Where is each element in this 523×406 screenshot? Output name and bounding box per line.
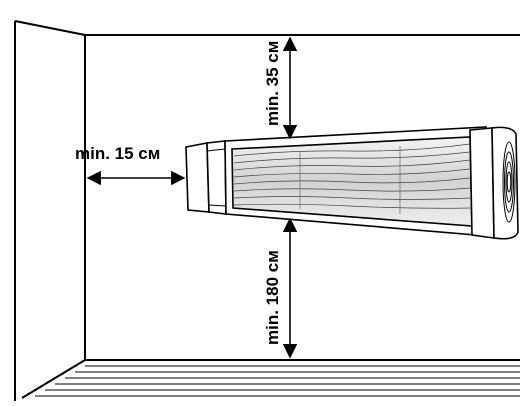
heater-left-cap (185, 142, 210, 213)
top-clearance-label: min. 35 см (263, 41, 282, 126)
heater (185, 126, 519, 240)
side-clearance-label: min. 15 см (75, 144, 160, 163)
back-wall-edge (14, 20, 520, 36)
heater-grille-lines (233, 143, 471, 214)
floor-corner (21, 359, 86, 399)
bottom-clearance-label: min. 180 см (263, 250, 282, 345)
room-outline (14, 20, 520, 401)
floor-boards (35, 365, 520, 397)
heater-right-housing (469, 127, 495, 239)
dimension-arrows (86, 36, 298, 359)
heater-end-spiral (502, 141, 516, 223)
